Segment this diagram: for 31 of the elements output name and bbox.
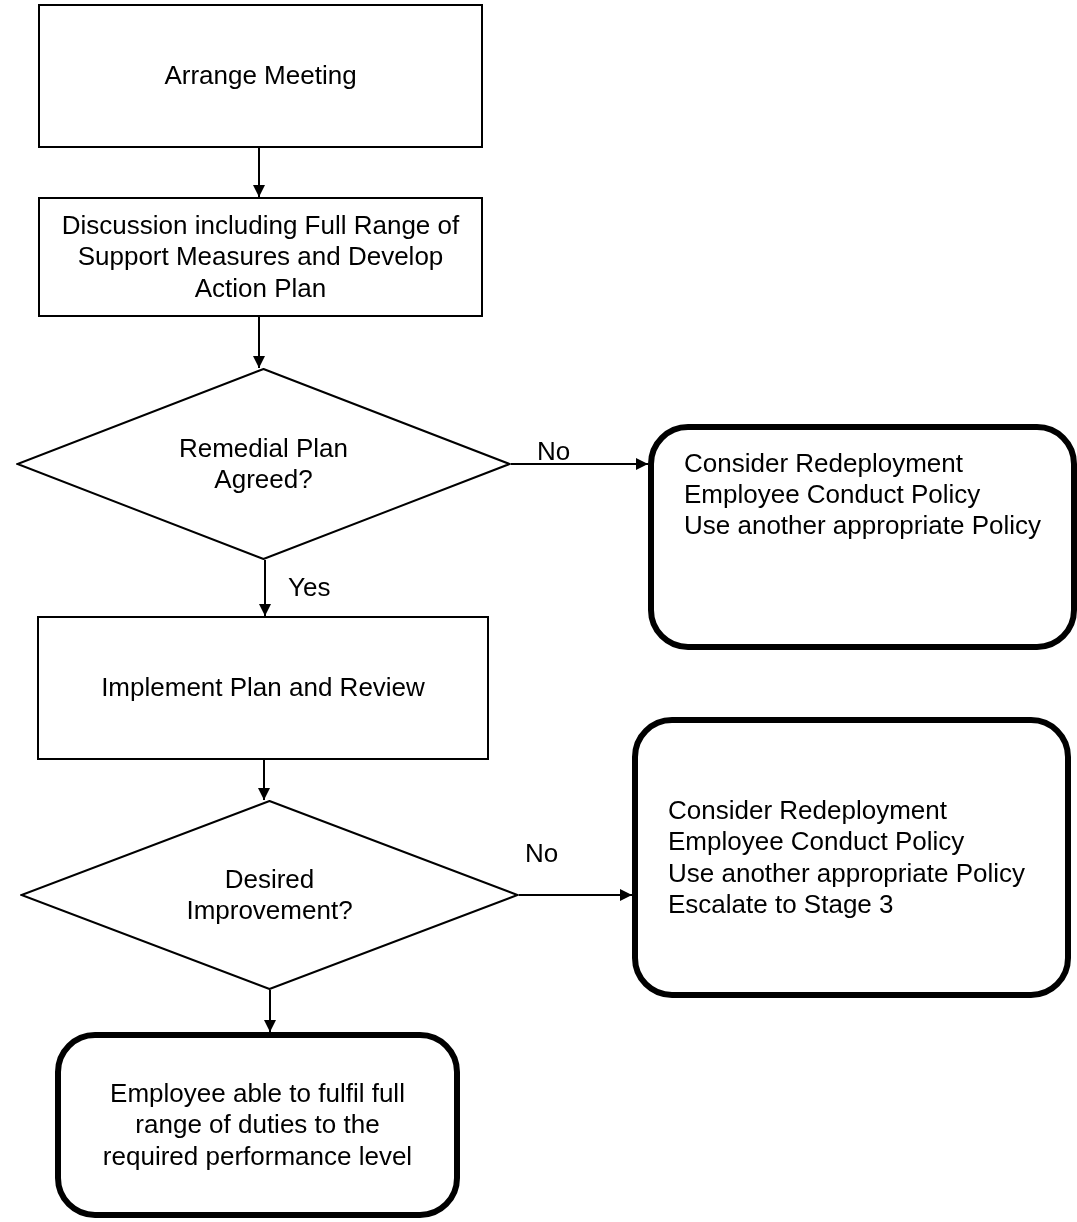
node-text: Consider Redeployment [684, 448, 963, 480]
outcome-box [632, 717, 1071, 998]
end-box [55, 1032, 460, 1218]
process-box [38, 197, 483, 317]
edge-label: No [537, 438, 571, 464]
edge-label: No [525, 840, 559, 866]
node-text: Employee able to fulfil full range of duties to the required performance level [101, 1078, 414, 1172]
node-text: Remedial Plan Agreed? [177, 432, 350, 496]
arrow [510, 458, 649, 470]
decision-diamond [16, 368, 511, 560]
arrow [258, 759, 270, 801]
process-box [37, 616, 489, 760]
outcome-box [648, 424, 1077, 650]
process-box [38, 4, 483, 148]
node-text: Employee Conduct Policy [668, 826, 965, 858]
node-text: Arrange Meeting [164, 60, 357, 92]
arrow [253, 147, 265, 198]
edge-label: Yes [288, 574, 331, 600]
arrow [253, 316, 265, 369]
node-text: Employee Conduct Policy [684, 479, 981, 511]
node-text: Desired Improvement? [185, 863, 354, 927]
node-text: Use another appropriate Policy [668, 857, 1025, 889]
decision-diamond [20, 800, 519, 990]
node-text: Escalate to Stage 3 [668, 888, 894, 920]
node-text: Discussion including Full Range of Support Measures and Develop Action Plan [60, 210, 461, 304]
node-text: Implement Plan and Review [101, 672, 425, 704]
node-text: Use another appropriate Policy [684, 510, 1041, 542]
node-text: Consider Redeployment [668, 795, 947, 827]
arrow [518, 889, 633, 901]
arrow [264, 989, 276, 1033]
arrow [259, 559, 271, 617]
